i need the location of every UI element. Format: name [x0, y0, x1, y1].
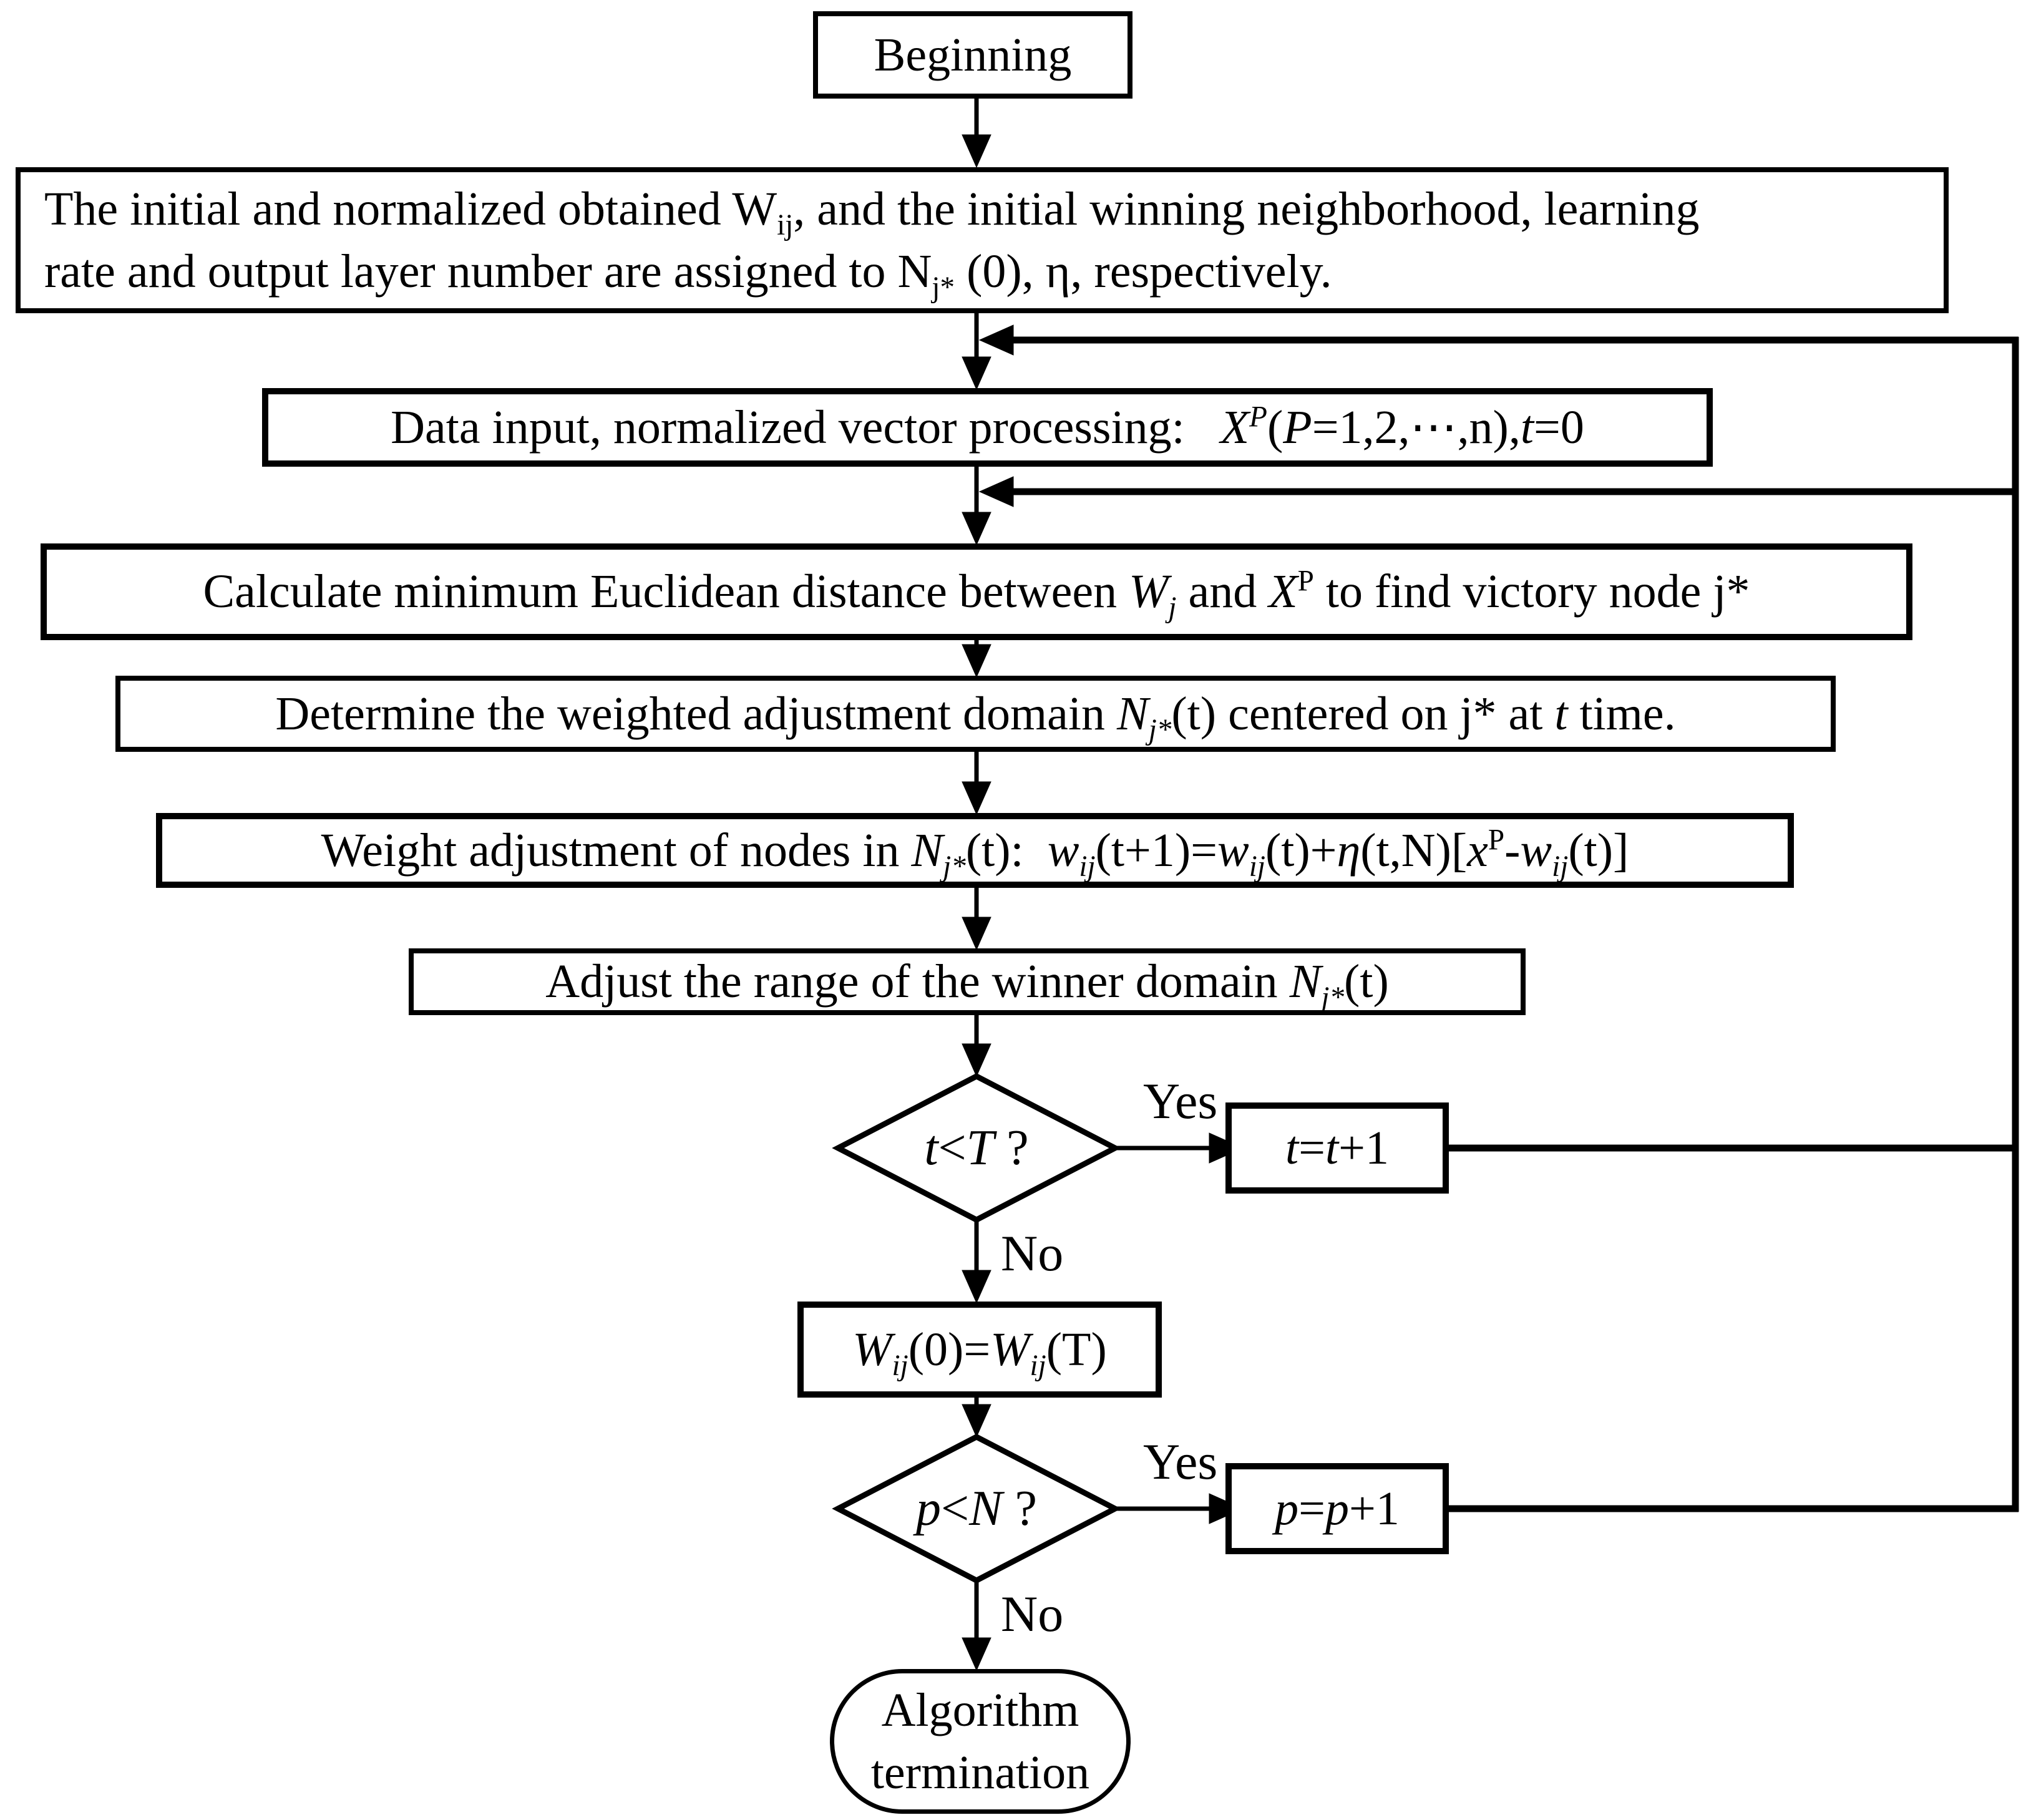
decision-t-label: t<T ?	[838, 1076, 1115, 1220]
arrowhead-into-adjust	[962, 917, 991, 951]
label-yes-p: Yes	[1143, 1433, 1218, 1490]
arrowhead-into-termination	[962, 1637, 991, 1672]
node-t-increment: t=t+1	[1225, 1102, 1449, 1194]
label-no-p: No	[1001, 1585, 1064, 1642]
node-beginning-label: Beginning	[874, 28, 1072, 81]
decision-p-text: p<N ?	[916, 1481, 1037, 1536]
node-beginning: Beginning	[813, 11, 1132, 99]
arrowhead-into-decision-p	[962, 1404, 991, 1438]
node-p-increment: p=p+1	[1225, 1463, 1449, 1554]
node-initialization-label: The initial and normalized obtained Wij,…	[44, 182, 1700, 304]
arrowhead-into-calc	[962, 512, 991, 546]
arrowhead-into-datainput	[962, 356, 991, 391]
node-initialization: The initial and normalized obtained Wij,…	[16, 167, 1949, 313]
arrowhead-into-init	[962, 134, 991, 168]
node-w-reset: Wij(0)=Wij(T)	[797, 1302, 1162, 1398]
arrowhead-into-wreset	[962, 1270, 991, 1304]
arrowhead-return-upper	[978, 324, 1014, 356]
node-w-reset-label: Wij(0)=Wij(T)	[852, 1323, 1107, 1383]
node-adjust-range-label: Adjust the range of the winner domain Nj…	[545, 955, 1389, 1015]
node-calc-distance: Calculate minimum Euclidean distance bet…	[41, 543, 1912, 640]
node-data-input: Data input, normalized vector processing…	[262, 388, 1713, 467]
arrowhead-into-determine	[962, 644, 991, 678]
decision-p-label: p<N ?	[838, 1437, 1115, 1580]
arrowhead-return-lower	[978, 476, 1014, 507]
node-determine-domain: Determine the weighted adjustment domain…	[115, 676, 1836, 752]
label-yes-t: Yes	[1143, 1073, 1218, 1129]
arrowhead-into-weight	[962, 781, 991, 815]
node-determine-domain-label: Determine the weighted adjustment domain…	[275, 687, 1676, 747]
node-t-increment-label: t=t+1	[1285, 1121, 1389, 1174]
decision-t-text: t<T ?	[924, 1120, 1029, 1175]
decision-t-diamond	[832, 1073, 1121, 1224]
node-adjust-range: Adjust the range of the winner domain Nj…	[409, 948, 1526, 1015]
node-calc-distance-label: Calculate minimum Euclidean distance bet…	[203, 565, 1750, 625]
decision-p-diamond	[832, 1433, 1121, 1584]
node-data-input-label: Data input, normalized vector processing…	[391, 401, 1584, 454]
label-no-t: No	[1001, 1225, 1064, 1282]
node-weight-adjustment-label: Weight adjustment of nodes in Nj*(t): wi…	[321, 824, 1629, 883]
node-weight-adjustment: Weight adjustment of nodes in Nj*(t): wi…	[156, 813, 1794, 888]
arrowhead-into-decision-t	[962, 1043, 991, 1078]
node-p-increment-label: p=p+1	[1275, 1482, 1400, 1535]
